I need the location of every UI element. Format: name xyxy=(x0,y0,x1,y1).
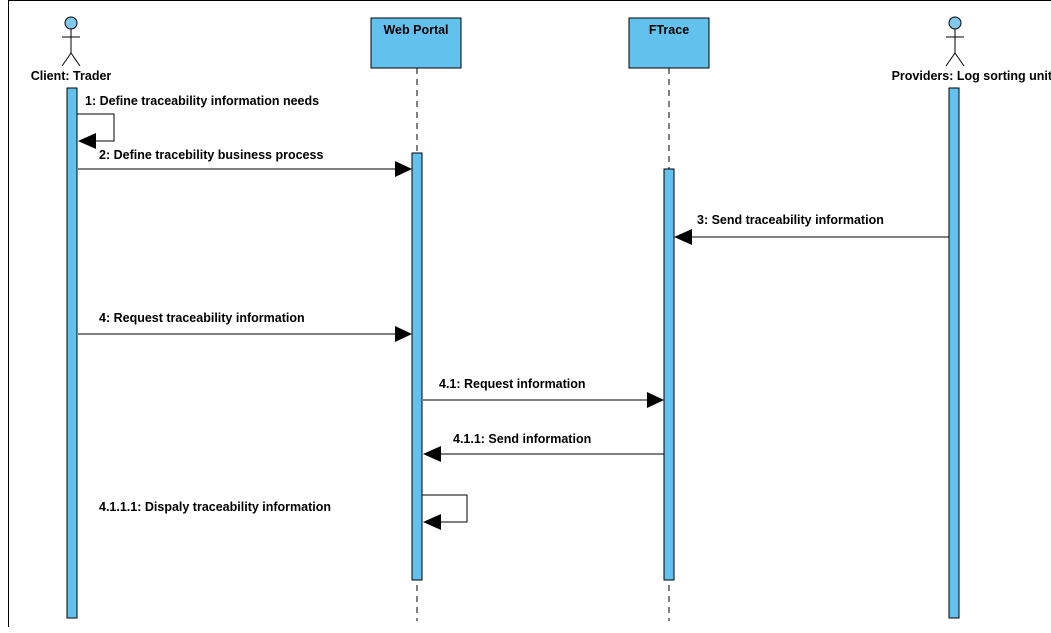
object-ftrace-box xyxy=(628,17,710,69)
message-4-1-1[interactable]: 4.1.1: Send information xyxy=(423,432,664,462)
actor-client-head-icon xyxy=(64,16,78,30)
message-3[interactable]: 3: Send traceability information xyxy=(674,213,949,245)
actor-client-label: Client: Trader xyxy=(31,69,112,83)
diagram-canvas: Client: Trader Web Portal FTrace Provide… xyxy=(31,16,1051,621)
arrowhead-icon xyxy=(423,446,441,462)
message-2-label: 2: Define tracebility business process xyxy=(99,148,323,162)
message-4-1-1-1[interactable]: 4.1.1.1: Dispaly traceability informatio… xyxy=(99,494,468,530)
message-4-1-1-1-label: 4.1.1.1: Dispaly traceability informatio… xyxy=(99,500,331,514)
activation-client xyxy=(66,87,78,619)
arrowhead-icon xyxy=(674,229,692,245)
message-3-label: 3: Send traceability information xyxy=(697,213,884,227)
object-portal[interactable]: Web Portal xyxy=(370,17,462,69)
actor-client[interactable]: Client: Trader xyxy=(31,16,112,83)
object-portal-label: Web Portal xyxy=(383,23,448,37)
arrowhead-icon xyxy=(395,326,412,342)
activation-portal xyxy=(411,152,423,581)
message-4-1[interactable]: 4.1: Request information xyxy=(423,377,664,408)
object-portal-box xyxy=(370,17,462,69)
message-4[interactable]: 4: Request traceability information xyxy=(78,311,412,342)
actor-providers[interactable]: Providers: Log sorting unit xyxy=(892,16,1051,83)
actor-providers-label: Providers: Log sorting unit xyxy=(892,69,1051,83)
object-ftrace-label: FTrace xyxy=(649,23,689,37)
arrowhead-icon xyxy=(647,392,664,408)
message-2[interactable]: 2: Define tracebility business process xyxy=(78,148,412,177)
message-1-label: 1: Define traceability information needs xyxy=(85,94,319,108)
actor-providers-head-icon xyxy=(948,16,962,30)
activation-ftrace xyxy=(663,168,675,581)
arrowhead-icon xyxy=(395,161,412,177)
object-ftrace[interactable]: FTrace xyxy=(628,17,710,69)
message-4-1-label: 4.1: Request information xyxy=(439,377,586,391)
sequence-diagram: Client: Trader Web Portal FTrace Provide… xyxy=(8,0,1051,627)
arrowhead-icon xyxy=(423,514,441,530)
activation-providers xyxy=(948,87,960,619)
message-1[interactable]: 1: Define traceability information needs xyxy=(77,94,319,149)
message-4-label: 4: Request traceability information xyxy=(99,311,305,325)
arrowhead-icon xyxy=(78,133,96,149)
message-4-1-1-label: 4.1.1: Send information xyxy=(453,432,591,446)
